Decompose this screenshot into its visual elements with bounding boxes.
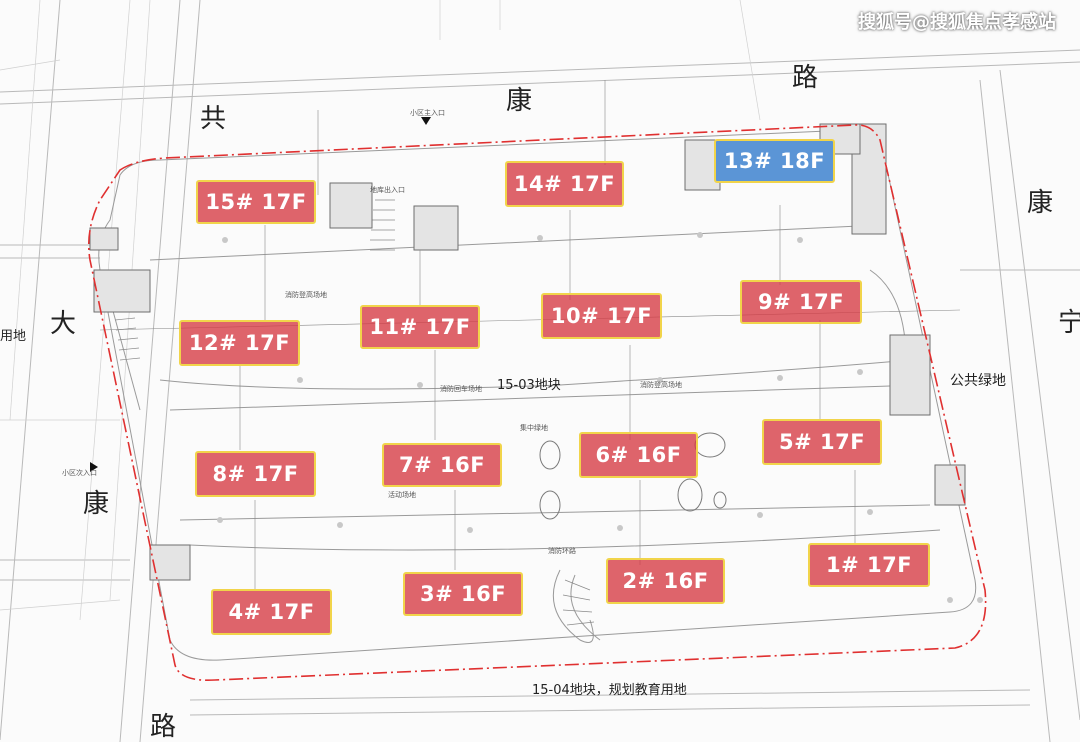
west-land-label: 用地	[0, 329, 27, 344]
building-12-label: 12# 17F	[188, 331, 291, 355]
road-west-char-1: 大	[50, 309, 77, 339]
building-13[interactable]: 13# 18F	[714, 139, 835, 183]
activity-label: 活动场地	[388, 491, 416, 499]
main-entrance-label: 小区主入口	[410, 109, 445, 117]
building-10-label: 10# 17F	[550, 304, 653, 328]
building-4-label: 4# 17F	[228, 600, 315, 624]
building-15[interactable]: 15# 17F	[196, 180, 316, 224]
building-7[interactable]: 7# 16F	[382, 443, 502, 487]
building-10[interactable]: 10# 17F	[541, 293, 662, 339]
fire-yard-label-2: 消防登高场地	[640, 381, 682, 389]
building-12[interactable]: 12# 17F	[179, 320, 300, 366]
building-3[interactable]: 3# 16F	[403, 572, 523, 616]
building-2[interactable]: 2# 16F	[606, 558, 725, 604]
plot-label: 15-03地块	[497, 378, 561, 393]
road-south-char: 路	[150, 712, 177, 742]
building-9[interactable]: 9# 17F	[740, 280, 862, 324]
fire-turn-label: 消防回车场地	[440, 385, 482, 393]
building-2-label: 2# 16F	[622, 569, 709, 593]
building-5[interactable]: 5# 17F	[762, 419, 882, 465]
building-3-label: 3# 16F	[419, 582, 507, 606]
property-redline	[87, 124, 987, 682]
building-11[interactable]: 11# 17F	[360, 305, 480, 349]
building-5-label: 5# 17F	[778, 430, 866, 454]
watermark-text: 搜狐号@搜狐焦点孝感站	[858, 12, 1056, 33]
building-8[interactable]: 8# 17F	[195, 451, 316, 497]
building-15-label: 15# 17F	[205, 190, 307, 214]
building-14-label: 14# 17F	[513, 172, 616, 196]
garage-entrance-label: 地库出入口	[370, 186, 405, 194]
road-east-char-2: 宁	[1058, 308, 1080, 338]
building-11-label: 11# 17F	[369, 315, 471, 339]
secondary-entrance-label: 小区次入口	[62, 469, 97, 477]
fire-road-label: 消防环路	[548, 547, 576, 555]
building-8-label: 8# 17F	[212, 462, 299, 486]
building-13-label: 13# 18F	[723, 149, 826, 173]
road-east-char-1: 康	[1027, 188, 1054, 218]
building-14[interactable]: 14# 17F	[505, 161, 624, 207]
building-9-label: 9# 17F	[757, 290, 845, 314]
building-1[interactable]: 1# 17F	[808, 543, 930, 587]
building-6[interactable]: 6# 16F	[579, 432, 698, 478]
road-west-char-2: 康	[83, 489, 110, 519]
public-green-label: 公共绿地	[950, 373, 1006, 389]
road-north-char-2: 康	[506, 86, 533, 116]
building-7-label: 7# 16F	[398, 453, 486, 477]
road-north-char-3: 路	[792, 63, 819, 93]
south-plot-label: 15-04地块，规划教育用地	[532, 683, 687, 698]
road-north-char-1: 共	[200, 104, 227, 134]
concentrated-green-label: 集中绿地	[520, 424, 548, 432]
building-6-label: 6# 16F	[595, 443, 682, 467]
building-1-label: 1# 17F	[825, 553, 913, 577]
fire-yard-label-1: 消防登高场地	[285, 291, 327, 299]
building-4[interactable]: 4# 17F	[211, 589, 332, 635]
